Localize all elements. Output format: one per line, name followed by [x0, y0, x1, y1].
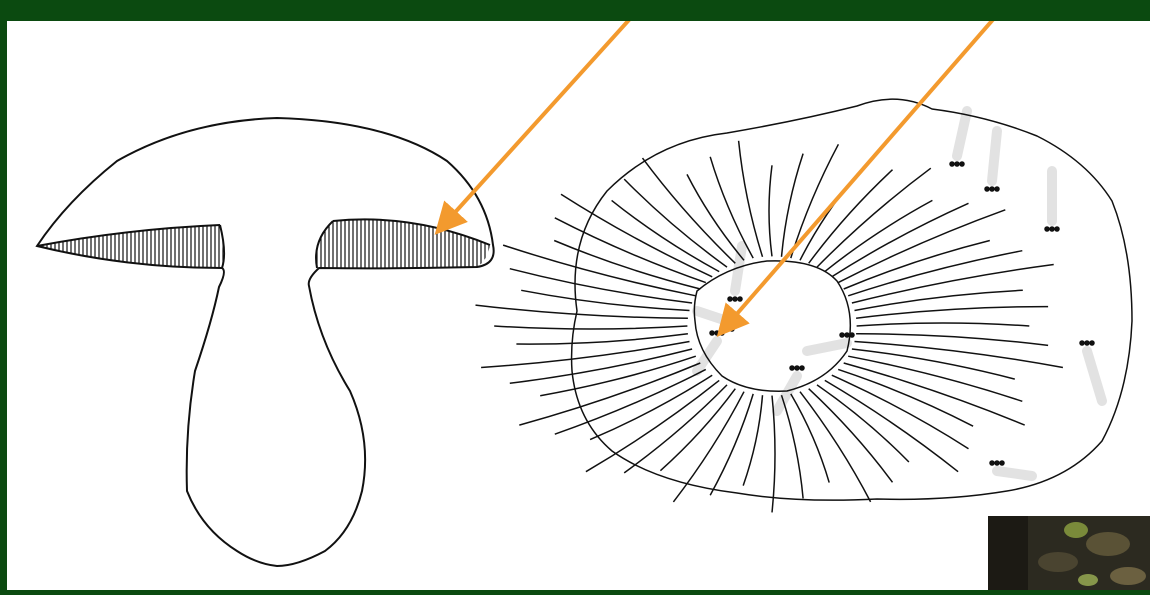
tube-outer-wall	[572, 99, 1132, 500]
hymenium-cell	[817, 385, 909, 462]
mushroom-photo-image	[988, 516, 1150, 590]
spore-dot	[985, 187, 989, 191]
arrow-to-gills	[440, 21, 647, 229]
hymenium-cell	[481, 342, 689, 368]
hymenium-cell	[521, 290, 689, 310]
hymenium-cell	[555, 369, 706, 434]
mushroom-stem-top-left	[220, 225, 224, 268]
hymenium-cell	[687, 174, 744, 260]
hymenium-cell	[710, 157, 753, 258]
spore-dot	[990, 187, 994, 191]
spore-dot	[1080, 341, 1084, 345]
hymenium-cell	[769, 165, 772, 256]
spore-dot	[960, 162, 964, 166]
mushroom-gill-left-outline	[37, 225, 220, 246]
spore-dot	[795, 366, 799, 370]
tube-inner-lumen	[694, 261, 850, 391]
spore-dot	[730, 327, 734, 331]
hymenium-cell	[624, 179, 727, 267]
spore-dot	[845, 333, 849, 337]
spore-dot	[995, 187, 999, 191]
hymenium-cell	[516, 334, 688, 344]
hymenium-cell	[856, 307, 1048, 319]
basidium	[697, 311, 727, 321]
basidium	[735, 246, 742, 291]
hymenium-cell	[791, 394, 829, 483]
diagram-svg	[7, 21, 1150, 590]
mushroom-tube-layer	[39, 206, 493, 271]
pointer-arrows	[440, 21, 1010, 331]
arrow-to-basidia	[722, 21, 1010, 331]
basidium	[992, 131, 997, 181]
basidium	[807, 343, 847, 351]
mushroom-cap	[37, 118, 494, 566]
basidium	[997, 471, 1032, 476]
spore-dot	[800, 366, 804, 370]
hymenium-cell	[494, 326, 687, 329]
spore-dot	[738, 297, 742, 301]
hymenium-cell	[476, 305, 688, 318]
hymenium-cell	[710, 394, 753, 495]
hymenium-cell	[852, 265, 1054, 304]
spore-dot	[733, 297, 737, 301]
hymenium-cell	[844, 241, 990, 290]
hymenium-cell	[743, 395, 762, 485]
diagram-canvas	[7, 21, 1150, 590]
basidium	[957, 111, 967, 156]
tube-cross-section-with-basidia	[476, 99, 1133, 512]
hymenium-cell	[809, 389, 893, 483]
mushroom-cross-section	[37, 118, 494, 566]
hymenium-cells	[476, 141, 1063, 513]
spore-dot	[728, 297, 732, 301]
hymenium-cell	[825, 200, 933, 271]
hymenium-cell	[561, 194, 712, 277]
hymenium-cell	[800, 392, 871, 502]
spore-dot	[840, 333, 844, 337]
spore-dot	[1000, 461, 1004, 465]
basidia	[697, 111, 1102, 476]
hymenium-cell	[857, 323, 1030, 326]
spore-dot	[710, 331, 714, 335]
spore-dot	[1050, 227, 1054, 231]
basidium	[1087, 351, 1102, 401]
basidium	[777, 376, 797, 411]
spore-dot	[1090, 341, 1094, 345]
hymenium-cell	[586, 380, 719, 471]
hymenium-cell	[838, 210, 1005, 283]
hymenium-cell	[612, 200, 720, 271]
hymenium-cell	[739, 141, 763, 257]
spore-dot	[990, 461, 994, 465]
hymenium-cell	[825, 380, 958, 471]
spore-dot	[790, 366, 794, 370]
mushroom-photo	[988, 516, 1150, 590]
spore-dot	[1055, 227, 1059, 231]
spore-dot	[995, 461, 999, 465]
spore-dot	[850, 333, 854, 337]
hymenium-cell	[832, 203, 969, 276]
spore-dot	[950, 162, 954, 166]
spore-dot	[955, 162, 959, 166]
spore-dot	[1085, 341, 1089, 345]
spore-dot	[1045, 227, 1049, 231]
hymenium-cell	[817, 168, 931, 267]
spore-dot	[715, 331, 719, 335]
hymenium-cell	[660, 389, 735, 471]
